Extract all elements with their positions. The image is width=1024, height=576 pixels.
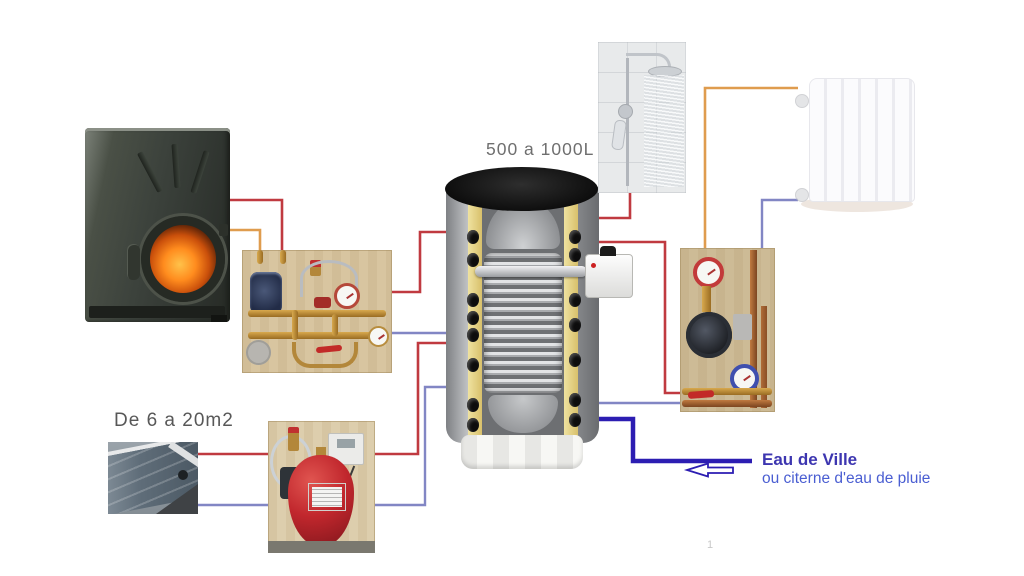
hand-shower <box>610 119 628 151</box>
copper-pipe <box>750 250 757 408</box>
radiator-panels <box>809 78 915 202</box>
pipe <box>248 332 386 339</box>
copper-pipe <box>761 306 767 408</box>
cold-water-arrow-icon <box>683 462 734 478</box>
tank-cutaway-interior <box>482 197 564 437</box>
pressure-gauge <box>334 283 360 309</box>
heater-knob <box>600 246 616 256</box>
boiler-fire-door <box>141 216 225 302</box>
tank-lid <box>445 167 598 211</box>
heater-indicator <box>591 263 596 268</box>
tank-port <box>467 358 479 372</box>
pipe-loop <box>292 342 358 368</box>
tank-capacity-label: 500 a 1000L <box>486 139 595 159</box>
boiler-door-handle <box>127 244 140 280</box>
boiler-latch <box>219 224 228 236</box>
tank-port <box>569 230 581 244</box>
radiator-valve <box>795 94 809 108</box>
cold-water-source-alt-label: ou citerne d'eau de pluie <box>762 470 931 487</box>
tank-port <box>467 293 479 307</box>
boiler-pump-station <box>242 250 392 373</box>
solar-collector <box>108 442 198 514</box>
floor-strip <box>268 541 375 553</box>
thermometer-dial <box>368 326 389 347</box>
tank-port <box>467 328 479 342</box>
pressure-gauge <box>693 257 724 288</box>
junction-box <box>733 314 752 340</box>
circulator-pump <box>250 272 282 314</box>
controller-screen <box>337 439 355 448</box>
flex-hose <box>300 260 358 297</box>
boiler-vent <box>171 143 181 189</box>
page-marker: 1 <box>707 539 714 551</box>
boiler-vent <box>190 150 210 194</box>
vessel-fitting <box>316 447 326 458</box>
pipe <box>702 286 711 312</box>
solar-pump-station <box>268 421 375 553</box>
line-boiler-return <box>222 228 262 256</box>
pipe <box>332 314 338 336</box>
line-radiator-flow <box>703 86 798 250</box>
boiler-base <box>89 306 225 318</box>
line-radiator-return <box>760 198 798 250</box>
pump-shell <box>246 340 271 365</box>
radiator <box>793 70 916 215</box>
shower <box>598 42 686 193</box>
tank-base <box>461 435 583 469</box>
tank-port <box>569 318 581 332</box>
line-tank-to-heating-group <box>598 240 684 395</box>
tank-port <box>569 353 581 367</box>
pipe <box>682 388 772 395</box>
electric-heater-box <box>585 246 633 298</box>
tank-port <box>569 413 581 427</box>
safety-valve <box>288 427 299 451</box>
cold-water-source-label: Eau de Ville <box>762 450 858 469</box>
pipe <box>248 310 386 317</box>
radiator-valve <box>795 188 809 202</box>
pipe <box>292 310 298 340</box>
buffer-tank <box>443 163 633 475</box>
line-shower-hot <box>598 188 632 220</box>
tank-port <box>467 311 479 325</box>
tank-port <box>569 248 581 262</box>
boiler-vent <box>137 151 163 193</box>
shower-column <box>626 58 629 186</box>
vessel-label <box>308 483 346 511</box>
shower-mixer <box>618 104 633 119</box>
shower-spray <box>644 75 684 187</box>
tank-port <box>467 253 479 267</box>
solar-size-label: De 6 a 20m2 <box>114 410 234 431</box>
pipe <box>280 250 286 264</box>
collector-fitting <box>178 470 188 480</box>
tank-port <box>467 230 479 244</box>
shower-arm <box>626 53 671 74</box>
pipe <box>682 400 772 407</box>
circulator-pump <box>686 312 732 358</box>
tank-port <box>569 393 581 407</box>
tank-lower-dome <box>488 395 558 433</box>
boiler-foot <box>211 315 227 322</box>
line-board-to-tank-hot <box>390 230 455 294</box>
tank-port <box>467 398 479 412</box>
line-boiler-supply <box>222 198 284 256</box>
tank-port <box>467 418 479 432</box>
pipe <box>257 250 263 264</box>
immersion-heater-rod <box>475 266 587 277</box>
ball-valve-lever <box>687 390 715 399</box>
line-cold-water <box>595 416 752 464</box>
heating-pump-station <box>680 248 775 412</box>
wood-boiler <box>85 128 230 322</box>
tank-port <box>569 293 581 307</box>
mixing-valve-handle <box>314 297 331 308</box>
